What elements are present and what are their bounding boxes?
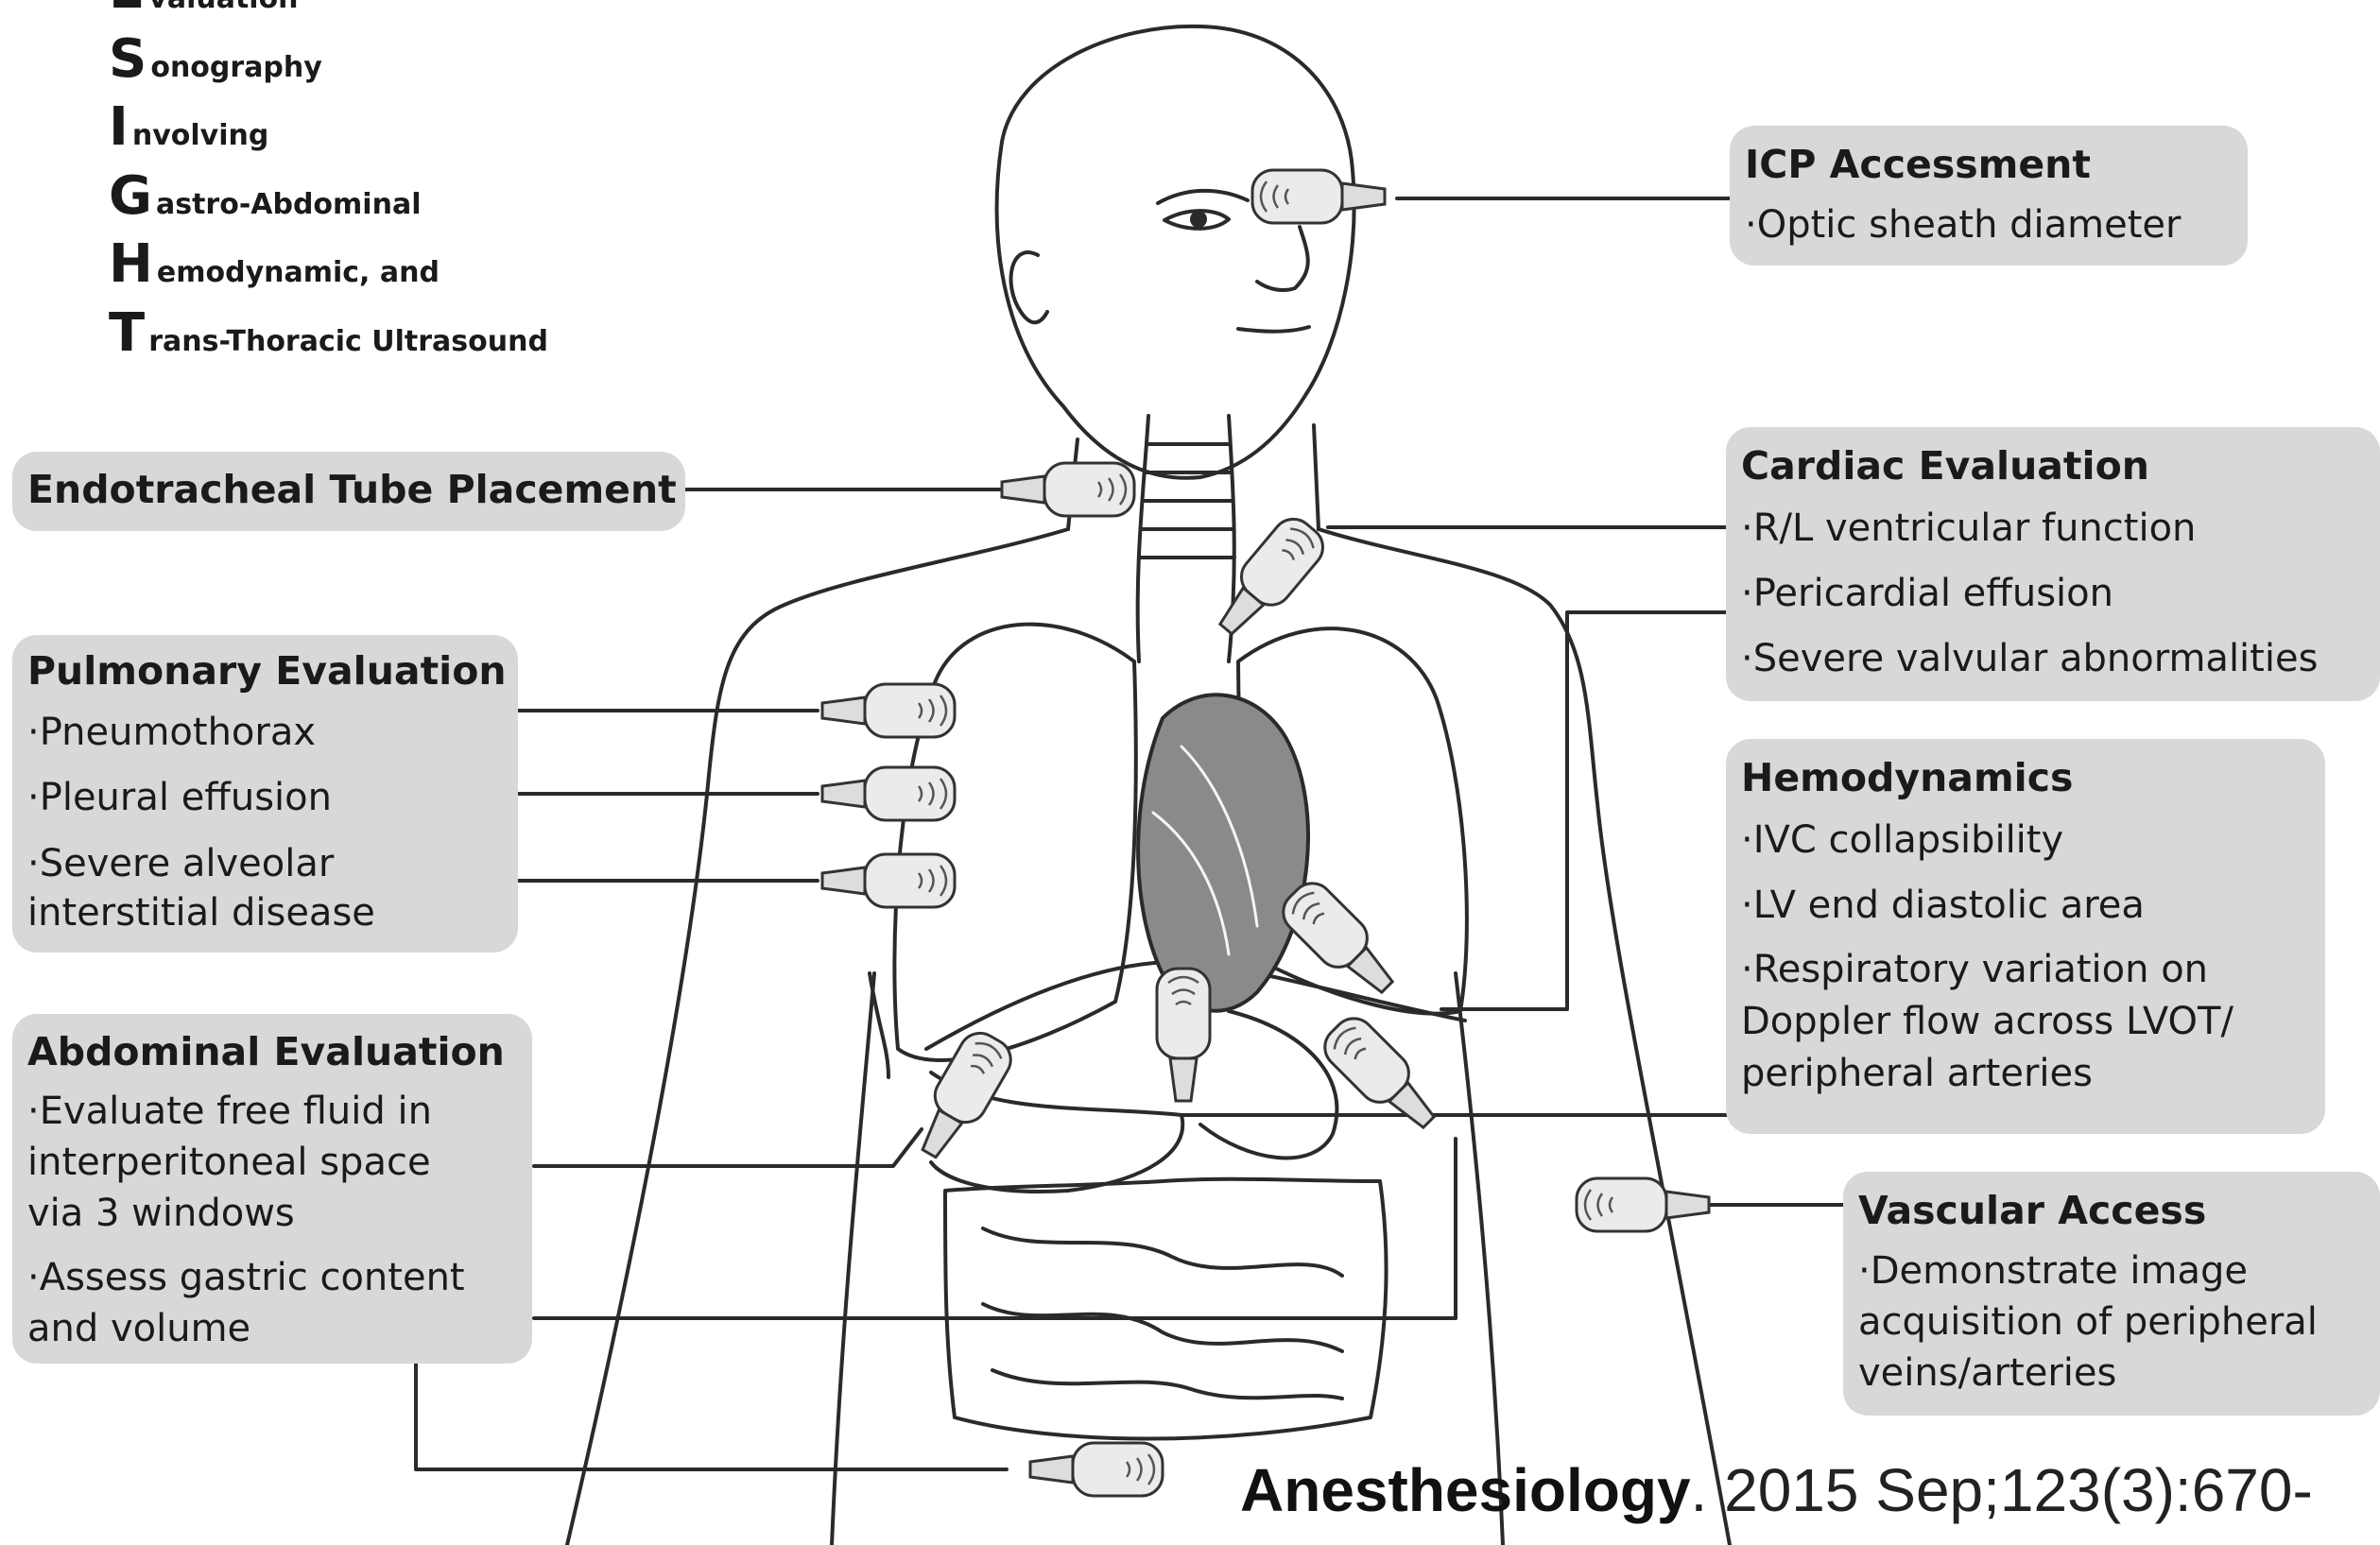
box-title: Vascular Access [1858,1183,2363,1238]
acronym-letter: I [109,101,129,154]
box-item: ·Respiratory variation on Doppler flow a… [1741,944,2308,1100]
box-item: ·Evaluate free fluid in interperitoneal … [27,1086,515,1239]
box-title: Hemodynamics [1741,750,2308,805]
citation: Anesthesiology. 2015 Sep;123(3):670- [1240,1455,2313,1525]
acronym-rest: nvolving [129,120,268,154]
box-item: ·LV end diastolic area [1741,882,2308,929]
pulmonary-evaluation-box: Pulmonary Evaluation ·Pneumothorax ·Pleu… [12,635,518,953]
acronym-letter: E [109,0,145,17]
box-item: ·R/L ventricular function [1741,505,2363,552]
box-title: Pulmonary Evaluation [27,646,501,695]
acronym-rest: rans-Thoracic Ultrasound [145,326,548,360]
box-item: ·Severe alveolar interstitial disease [27,839,501,937]
hemodynamics-box: Hemodynamics ·IVC collapsibility ·LV end… [1726,739,2325,1134]
icp-assessment-box: ICP Accessment ·Optic sheath diameter [1730,126,2248,266]
box-title: Endotracheal Tube Placement [27,457,668,522]
citation-details: . 2015 Sep;123(3):670- [1691,1456,2313,1524]
acronym-rest: valuation [145,0,298,17]
acronym-letter: T [109,307,145,360]
vascular-access-box: Vascular Access ·Demonstrate image acqui… [1843,1172,2380,1416]
acronym-rest: onography [147,52,321,86]
box-item: ·IVC collapsibility [1741,816,2308,864]
box-item: ·Assess gastric content and volume [27,1252,515,1354]
acronym-row: Evaluation [109,0,548,17]
box-item: ·Pleural effusion [27,774,501,821]
box-item: ·Pneumothorax [27,709,501,756]
acronym-rest: astro-Abdominal [152,189,422,223]
acronym-letter: H [109,238,153,291]
endotracheal-box: Endotracheal Tube Placement [12,452,685,531]
acronym-letter: S [109,33,147,86]
box-title: Cardiac Evaluation [1741,438,2363,493]
box-title: ICP Accessment [1745,137,2231,192]
cardiac-evaluation-box: Cardiac Evaluation ·R/L ventricular func… [1726,427,2380,701]
box-item: ·Optic sheath diameter [1745,199,2231,251]
acronym-letter: G [109,170,152,223]
box-title: Abdominal Evaluation [27,1025,515,1078]
acronym-rest: emodynamic, and [153,257,440,291]
abdominal-evaluation-box: Abdominal Evaluation ·Evaluate free flui… [12,1014,532,1364]
citation-journal: Anesthesiology [1240,1456,1691,1524]
box-item: ·Demonstrate image acquisition of periph… [1858,1245,2363,1399]
box-item: ·Pericardial effusion [1741,570,2363,617]
box-item: ·Severe valvular abnormalities [1741,635,2363,682]
